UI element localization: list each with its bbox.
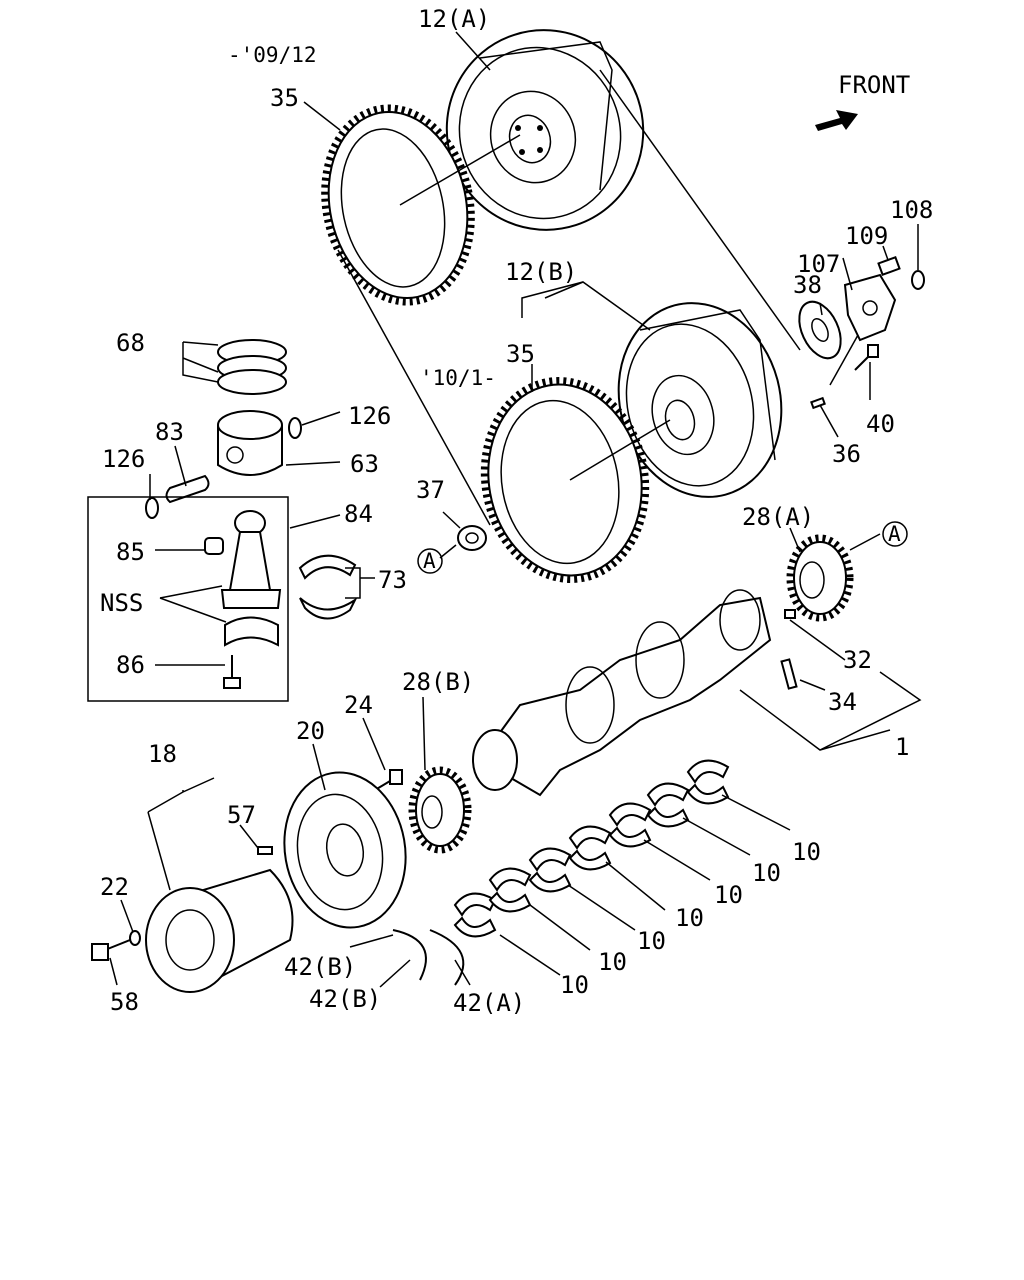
label-24: 24 — [344, 691, 373, 719]
bushing-85 — [204, 537, 224, 555]
label-serial-from: '10/1- — [420, 366, 496, 390]
label-18: 18 — [148, 740, 177, 768]
ref-a-circle-left: A — [417, 548, 443, 574]
ref-a-label-left: A — [423, 549, 436, 573]
bolt-58 — [91, 939, 131, 961]
crankshaft-1 — [472, 589, 772, 797]
pin-36 — [810, 396, 826, 410]
label-32: 32 — [843, 646, 872, 674]
label-73: 73 — [378, 566, 407, 594]
label-28a: 28(A) — [742, 503, 814, 531]
ref-a-circle-right: A — [882, 521, 908, 547]
bolt-40 — [854, 344, 879, 371]
pin-34 — [780, 658, 798, 690]
washer-22 — [129, 930, 141, 946]
label-22: 22 — [100, 873, 129, 901]
label-38: 38 — [793, 271, 822, 299]
piston-rings-68 — [217, 339, 287, 395]
flywheel-12b — [617, 302, 783, 498]
pilot-bearing-37 — [457, 525, 487, 551]
leader-lines — [109, 31, 922, 988]
label-57: 57 — [227, 801, 256, 829]
plate-38 — [798, 300, 842, 360]
label-42b-lower: 42(B) — [309, 985, 381, 1013]
thrust-washer-42b — [392, 929, 427, 981]
crank-pulley-20 — [283, 771, 407, 929]
label-68: 68 — [116, 329, 145, 357]
label-28b: 28(B) — [402, 668, 474, 696]
crank-gear-28a — [786, 534, 854, 622]
piston-pin-83 — [165, 474, 210, 504]
flywheel-12a — [445, 29, 645, 231]
bolt-24 — [374, 769, 403, 791]
label-10-7: 10 — [792, 838, 821, 866]
label-58: 58 — [110, 988, 139, 1016]
label-10-6: 10 — [752, 859, 781, 887]
label-35-upper: 35 — [270, 84, 299, 112]
label-126-left: 126 — [102, 445, 145, 473]
label-10-1: 10 — [560, 971, 589, 999]
label-84: 84 — [344, 500, 373, 528]
snap-ring-126-right — [288, 417, 302, 439]
ring-108 — [911, 270, 925, 290]
label-85: 85 — [116, 538, 145, 566]
label-42b-upper: 42(B) — [284, 953, 356, 981]
connecting-rod-box — [87, 496, 289, 702]
label-12a: 12(A) — [418, 5, 490, 33]
label-83: 83 — [155, 418, 184, 446]
label-109: 109 — [845, 222, 888, 250]
label-serial-upto: -'09/12 — [228, 43, 317, 67]
bolt-86 — [223, 655, 241, 689]
label-20: 20 — [296, 717, 325, 745]
label-12b: 12(B) — [505, 258, 577, 286]
label-10-2: 10 — [598, 948, 627, 976]
label-10-5: 10 — [714, 881, 743, 909]
label-107: 107 — [797, 250, 840, 278]
label-34: 34 — [828, 688, 857, 716]
label-126-right: 126 — [348, 402, 391, 430]
label-1: 1 — [895, 733, 909, 761]
label-10-4: 10 — [675, 904, 704, 932]
label-42a: 42(A) — [453, 989, 525, 1017]
ring-gear-35-lower — [480, 377, 671, 583]
label-40: 40 — [866, 410, 895, 438]
conrod-bearing-73 — [298, 554, 358, 620]
label-37: 37 — [416, 476, 445, 504]
label-36: 36 — [832, 440, 861, 468]
pin-57 — [257, 846, 273, 855]
label-nss: NSS — [100, 589, 143, 617]
ring-gear-35-upper — [321, 104, 521, 306]
callout-labels: 12(A) -'09/12 FRONT 35 108 109 107 12(B)… — [100, 5, 933, 1017]
damper-18 — [145, 868, 294, 993]
snap-ring-126-left — [145, 497, 159, 519]
main-bearings-10 — [453, 759, 730, 938]
bolt-109 — [877, 256, 901, 276]
ref-a-label-right: A — [888, 522, 901, 546]
bracket-107 — [843, 273, 897, 342]
key-32 — [784, 609, 796, 619]
crank-gear-28b — [408, 766, 472, 854]
connecting-rod-84 — [220, 510, 282, 647]
label-86: 86 — [116, 651, 145, 679]
label-10-3: 10 — [637, 927, 666, 955]
label-35-lower: 35 — [506, 340, 535, 368]
piston-63 — [217, 410, 283, 476]
thrust-washer-42a — [429, 929, 465, 986]
label-front: FRONT — [838, 71, 910, 99]
label-108: 108 — [890, 196, 933, 224]
label-63: 63 — [350, 450, 379, 478]
arrow-right-icon — [815, 110, 858, 131]
